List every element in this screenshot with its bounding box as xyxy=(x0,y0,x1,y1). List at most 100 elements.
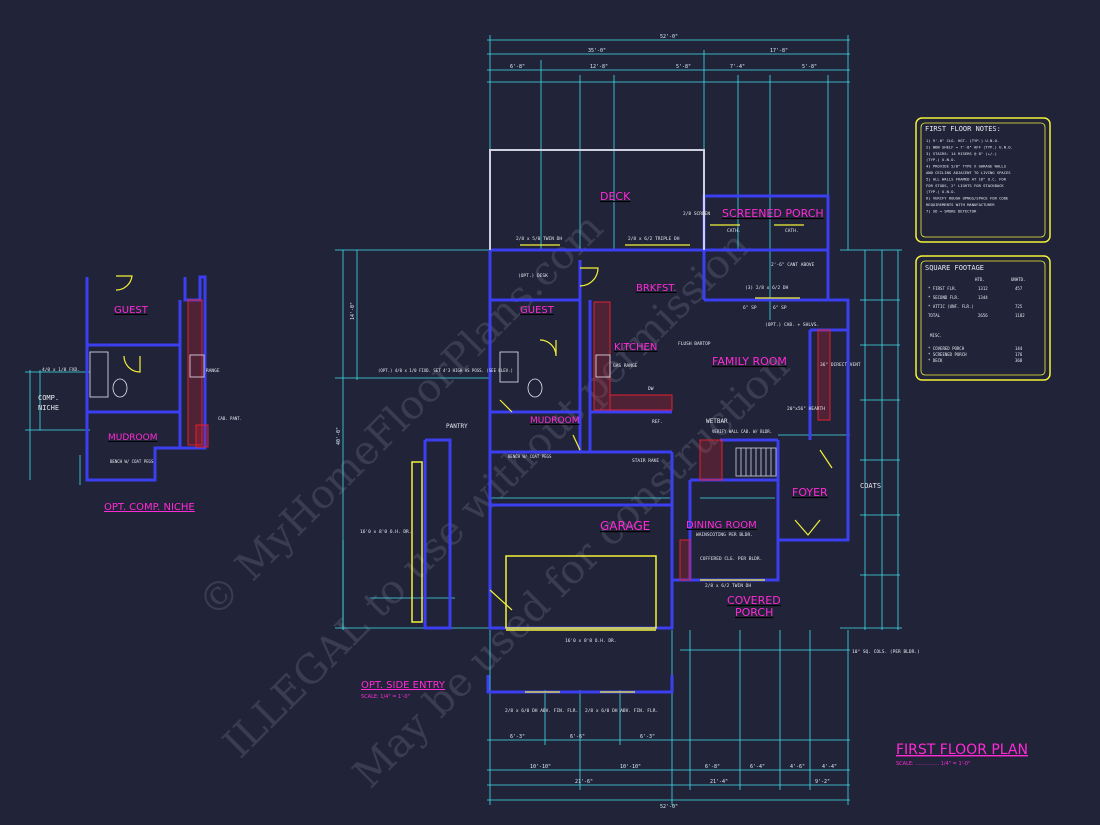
sqft-misc-label: * DECK xyxy=(928,358,943,363)
label-twin-dh-dining: 2/8 x 6/2 TWIN DH xyxy=(705,583,751,589)
room-deck: DECK xyxy=(600,190,631,203)
stairs xyxy=(735,447,777,477)
label-opt-fixd: (OPT.) 4/0 x 1/0 FIXD. SET 4'3 HIGH AS P… xyxy=(378,368,513,373)
label-twin-dh-deck: 2/8 x 5/0 TWIN DH xyxy=(516,236,562,242)
sqft-misc-title: MISC. xyxy=(930,333,942,338)
first-floor-notes-box: FIRST FLOOR NOTES: 1) 9'-0" CLG. HGT. (T… xyxy=(915,117,1051,243)
label-dw: DW xyxy=(648,386,654,392)
room-guest: GUEST xyxy=(520,305,555,316)
label-wainscoting: WAINSCOTING PER BLDR. xyxy=(696,532,753,538)
sqft-misc-value: 368 xyxy=(1015,358,1023,363)
sqft-row-htd: 1312 xyxy=(978,286,988,291)
notes-line: 2) WDW SHELF = 7'-8" AFF (TYP.) U.N.O. xyxy=(926,144,1013,149)
dimension-labels: 52'-0" 35'-0" 17'-8" 6'-8" 12'-8" 5'-8" … xyxy=(336,34,837,810)
sqft-misc-value: 144 xyxy=(1015,346,1023,351)
dim-top-right: 17'-8" xyxy=(770,48,788,54)
sqft-misc-value: 176 xyxy=(1015,352,1023,357)
room-guest-alt: GUEST xyxy=(114,305,149,316)
label-sp2: 6" SP xyxy=(773,305,787,311)
dim-opt-side-c: 6'-3" xyxy=(640,734,655,740)
label-screen: 2/8 SCREEN xyxy=(683,211,710,217)
dim-bot-b4: 4'-4" xyxy=(822,764,837,770)
label-verify-wall: VERIFY WALL CAB. W/ BLDR. xyxy=(712,429,772,434)
room-garage: GARAGE xyxy=(600,519,650,533)
sqft-row-label: * FIRST FLR. xyxy=(928,286,957,291)
label-coffered: COFFERED CLG. PER BLDR. xyxy=(700,556,762,562)
dim-bot-b3: 4'-6" xyxy=(790,764,805,770)
label-gas-range: GAS RANGE xyxy=(613,363,638,369)
label-coats: COATS xyxy=(860,482,881,490)
room-foyer: FOYER xyxy=(792,486,828,499)
room-family-room: FAMILY ROOM xyxy=(712,355,787,368)
dim-bot-total: 52'-0" xyxy=(660,804,678,810)
label-direct-vent: 36" DIRECT VENT xyxy=(820,362,861,368)
dim-opt-side-b: 6'-6" xyxy=(570,734,585,740)
sqft-row-unhtd: 457 xyxy=(1015,286,1023,291)
label-ref: REF. xyxy=(652,419,663,425)
sqft-row-label: * SECOND FLR. xyxy=(928,295,959,300)
sqft-col-htd: HTD. xyxy=(975,277,985,282)
title-first-floor-plan: FIRST FLOOR PLAN xyxy=(896,742,1028,758)
dim-bot-b: 21'-4" xyxy=(710,779,728,785)
sqft-misc-rows: * COVERED PORCH 144 * SCREENED PORCH 176 * D… xyxy=(928,346,1023,363)
label-bench: BENCH W/ COAT PEGS xyxy=(110,459,154,464)
bath-fixtures xyxy=(89,351,611,398)
notes-line: 4) PROVIDE 5/8" TYPE X GARAGE WALLS xyxy=(926,164,1007,169)
sqft-misc-label: * SCREENED PORCH xyxy=(928,352,967,357)
notes-line: 7) SD = SMOKE DETECTOR xyxy=(926,208,977,213)
notes-line: 1) 9'-0" CLG. HGT. (TYP.) U.N.O. xyxy=(926,138,999,143)
title-opt-side-entry: OPT. SIDE ENTRY xyxy=(361,680,446,691)
sqft-misc-label: * COVERED PORCH xyxy=(928,346,965,351)
label-opt-cab-shlvs: (OPT.) CAB. + SHLVS. xyxy=(765,322,819,328)
notes-line: REQUIREMENTS WITH MANUFACTURER xyxy=(926,202,995,207)
room-covered-porch-2: PORCH xyxy=(735,606,773,619)
label-wetbar: WETBAR xyxy=(706,418,728,425)
deck-outline xyxy=(489,149,705,250)
dim-top-s1: 6'-8" xyxy=(510,64,525,70)
sqft-col-unhtd: UNHTD. xyxy=(1011,277,1025,282)
notes-line: 6) VERIFY ROUGH OPNGS/SPACE FOR CODE xyxy=(926,196,1009,201)
label-comp-niche-1: COMP. xyxy=(38,394,59,402)
notes-line: 3) STAIRS: 14 RISERS @ 8" (+/-) xyxy=(926,151,997,156)
label-stair-rake: STAIR RAKE xyxy=(632,458,659,464)
drawing-titles: OPT. COMP. NICHE OPT. SIDE ENTRY SCALE: … xyxy=(104,502,1028,767)
label-cath-right: CATH. xyxy=(785,228,799,234)
label-triple-dh: 2/8 x 6/2 TRIPLE DH xyxy=(628,236,680,242)
dim-bot-a2: 10'-10" xyxy=(620,764,641,770)
room-mudroom: MUDROOM xyxy=(530,416,579,426)
label-cant-above: 2'-6" CANT ABOVE xyxy=(771,262,815,268)
dim-side-left: 40'-0" xyxy=(336,427,342,445)
dim-top-s5: 5'-8" xyxy=(802,64,817,70)
room-dining-room: DINING ROOM xyxy=(686,520,757,531)
room-brkfst: BRKFST. xyxy=(636,283,676,294)
dim-bot-a: 21'-6" xyxy=(575,779,593,785)
sqft-row-label: * ATTIC (UNF. FLR.) xyxy=(928,304,974,309)
door-swings xyxy=(115,224,833,693)
notes-lines: 1) 9'-0" CLG. HGT. (TYP.) U.N.O.2) WDW S… xyxy=(926,138,1013,213)
minor-labels: PANTRY WETBAR COATS RANGE CAB. PANT. BEN… xyxy=(38,211,920,714)
sqft-title: SQUARE FOOTAGE xyxy=(925,264,984,272)
label-comp-niche-2: NICHE xyxy=(38,404,59,412)
dim-top-s2: 12'-8" xyxy=(590,64,608,70)
room-mudroom-alt: MUDROOM xyxy=(108,433,157,443)
title-opt-comp-niche: OPT. COMP. NICHE xyxy=(104,502,195,513)
label-garage-door: 16'0 x 8'0 O.H. DR. xyxy=(565,638,616,644)
dim-bot-b1: 6'-8" xyxy=(705,764,720,770)
dim-top-left: 35'-0" xyxy=(588,48,606,54)
label-abv-fin-2: 2/8 x 6/0 DH ABV. FIN. FLR. xyxy=(585,708,658,714)
side-entry-wall xyxy=(423,438,674,694)
label-side-garage-door: 16'0 x 8'0 O.H. DR. xyxy=(360,529,411,535)
dim-bot-c: 9'-2" xyxy=(815,779,830,785)
dim-opt-side-a: 6'-3" xyxy=(510,734,525,740)
label-bench-main: BENCH W/ COAT PEGS xyxy=(508,454,552,459)
room-screened-porch: SCREENED PORCH xyxy=(722,207,824,220)
dim-top-s4: 7'-4" xyxy=(730,64,745,70)
label-range: RANGE xyxy=(206,368,220,374)
room-kitchen: KITCHEN xyxy=(614,342,657,353)
title-first-floor-scale: SCALE: ............... 1/4" = 1'-0" xyxy=(896,761,970,767)
label-cols: 10" SQ. COLS. (PER BLDR.) xyxy=(852,649,920,655)
title-opt-side-scale: SCALE: 1/4" = 1'-0" xyxy=(361,694,410,700)
label-sp1: 6" SP xyxy=(743,305,757,311)
